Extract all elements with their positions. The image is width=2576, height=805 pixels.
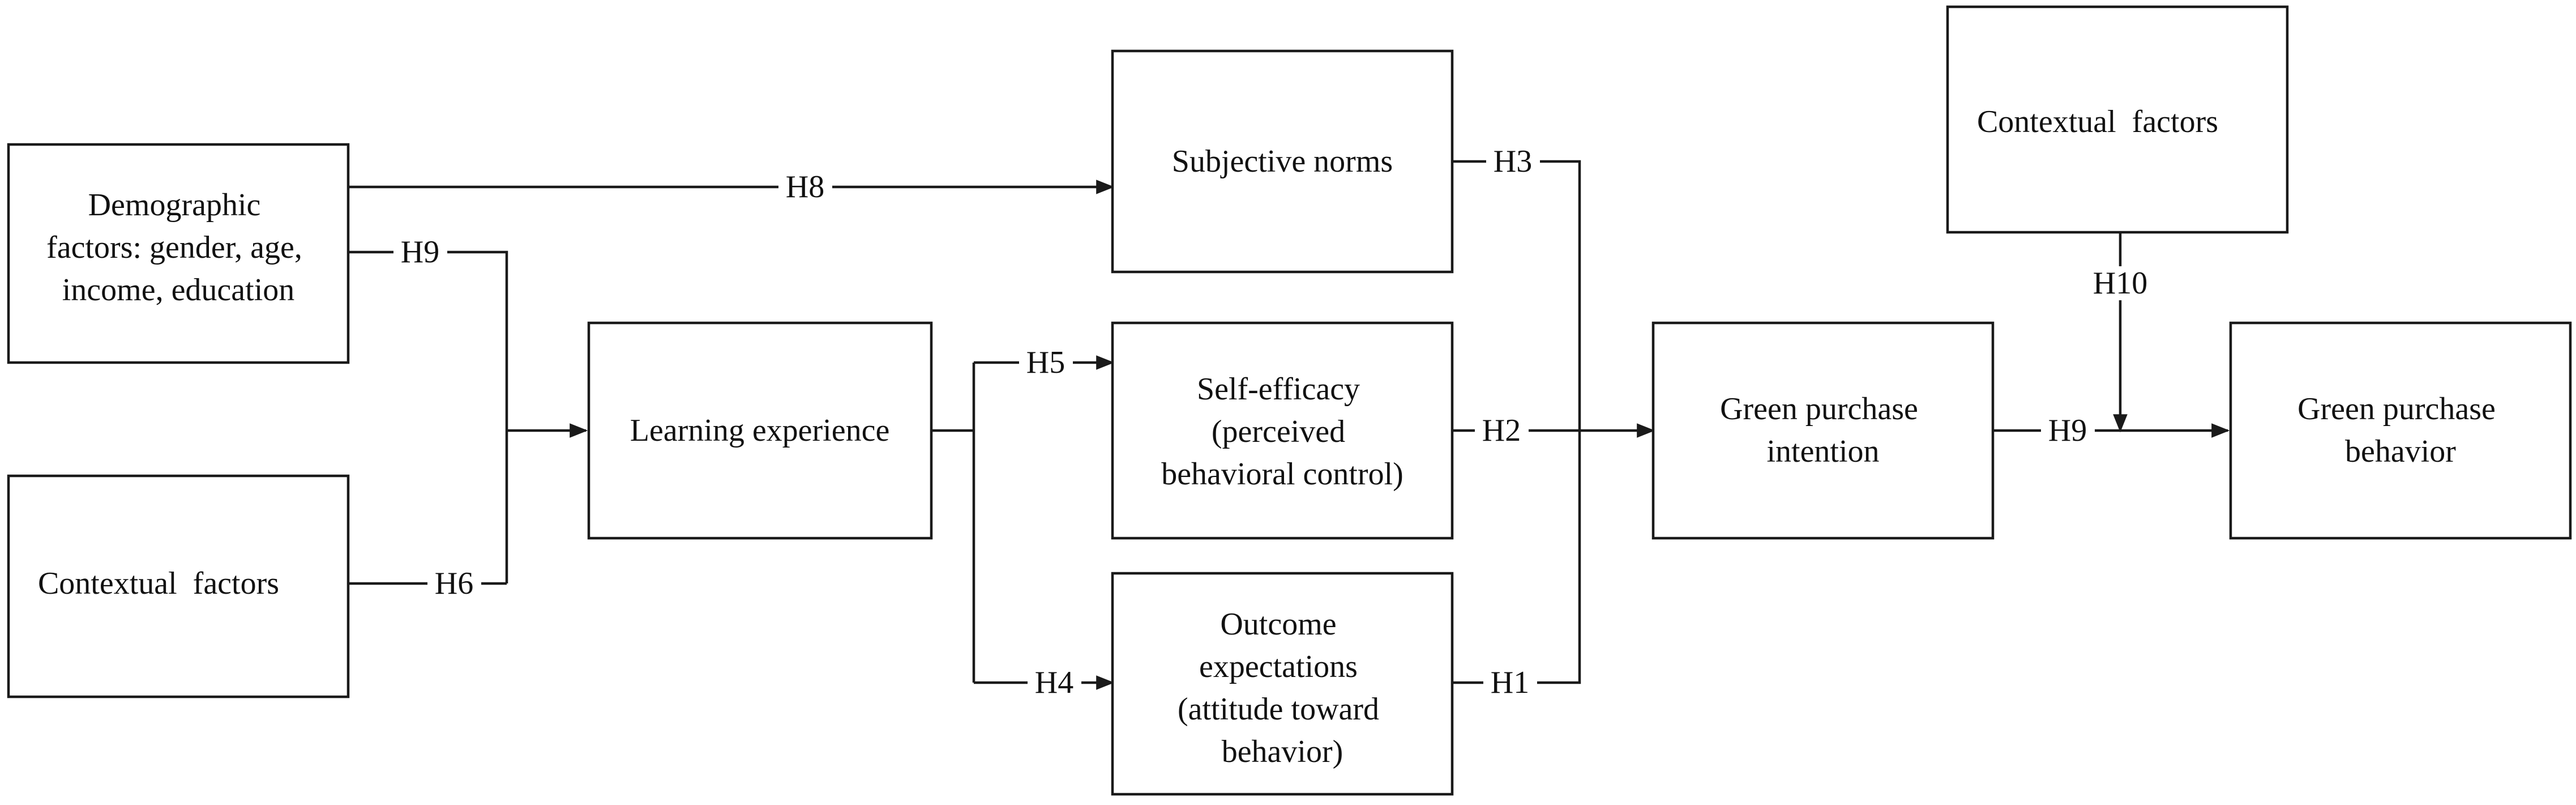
svg-text:Contextual factors: Contextual factors: [0, 0, 319, 601]
svg-text:Outcome expectations: Outcome expectations (attitude toward be…: [1178, 607, 1387, 769]
label-h9-demographic: H9: [401, 235, 439, 270]
svg-text:Demographic factors: gen: Demographic factors: gender, age, income…: [46, 188, 310, 308]
demographic-line-3: income, education: [62, 272, 295, 308]
node-green-purchase-behavior: Green purchase behavior: [2229, 321, 2572, 540]
self-efficacy-line-3: behavioral control): [1161, 457, 1403, 492]
svg-text:Subjective norms: Subjective norms: [1172, 144, 1393, 179]
label-h5: H5: [1026, 345, 1065, 380]
node-subjective-norms: Subjective norms: [1111, 49, 1454, 274]
svg-text:Contextual factors: Contextual factors: [0, 0, 2258, 139]
node-learning-experience: Learning experience: [587, 321, 933, 540]
label-h9-intention: H9: [2048, 413, 2087, 448]
outcome-line-2: expectations: [1199, 649, 1358, 684]
self-efficacy-line-2: (perceived: [1212, 414, 1345, 449]
outcome-line-1: Outcome: [1220, 607, 1336, 642]
contextual-top-line-1: Contextual factors: [1977, 104, 2218, 139]
node-contextual-factors-left: Contextual factors: [0, 0, 350, 698]
demographic-line-2: factors: gender, age,: [46, 230, 302, 265]
label-h10: H10: [2093, 266, 2147, 301]
edge-labels: H8 H9 H6 H5 H4 H3 H2 H1 H9 H10: [393, 144, 2160, 700]
label-h1: H1: [1491, 665, 1529, 700]
intention-line-1: Green purchase: [1720, 391, 1918, 427]
node-self-efficacy: Self-efficacy (perceived behavioral cont…: [1111, 321, 1454, 540]
svg-text:Self-efficacy (perceived: Self-efficacy (perceived behavioral cont…: [1161, 372, 1403, 492]
outcome-line-3: (attitude toward: [1178, 692, 1379, 727]
node-outcome-expectations: Outcome expectations (attitude toward be…: [1111, 572, 1454, 796]
demographic-line-1: Demographic: [88, 188, 261, 223]
label-h2: H2: [1482, 413, 1521, 448]
svg-text:Green purchase behavior: Green purchase behavior: [2297, 391, 2504, 469]
svg-text:Learning experience: Learning experience: [630, 413, 890, 448]
label-h3: H3: [1494, 144, 1532, 179]
outcome-line-4: behavior): [1222, 734, 1343, 769]
label-h4: H4: [1035, 665, 1073, 700]
intention-line-2: intention: [1766, 434, 1879, 469]
label-h6: H6: [435, 566, 473, 601]
behavior-line-1: Green purchase: [2297, 391, 2496, 427]
svg-text:Green purchase intention: Green purchase intention: [1720, 391, 1926, 469]
node-contextual-factors-top: Contextual factors: [0, 0, 2289, 234]
node-demographic-factors: Demographic factors: gender, age, income…: [7, 143, 350, 364]
learning-line-1: Learning experience: [630, 413, 890, 448]
edge-h1: [1452, 431, 1581, 684]
contextual-left-line-1: Contextual factors: [38, 566, 279, 601]
edge-h9-demographic: [348, 250, 508, 583]
self-efficacy-line-1: Self-efficacy: [1197, 372, 1360, 407]
subjective-line-1: Subjective norms: [1172, 144, 1393, 179]
behavior-line-2: behavior: [2345, 434, 2456, 469]
node-green-purchase-intention: Green purchase intention: [1651, 321, 1995, 540]
edge-h3: [1452, 160, 1581, 431]
label-h8: H8: [786, 169, 824, 205]
